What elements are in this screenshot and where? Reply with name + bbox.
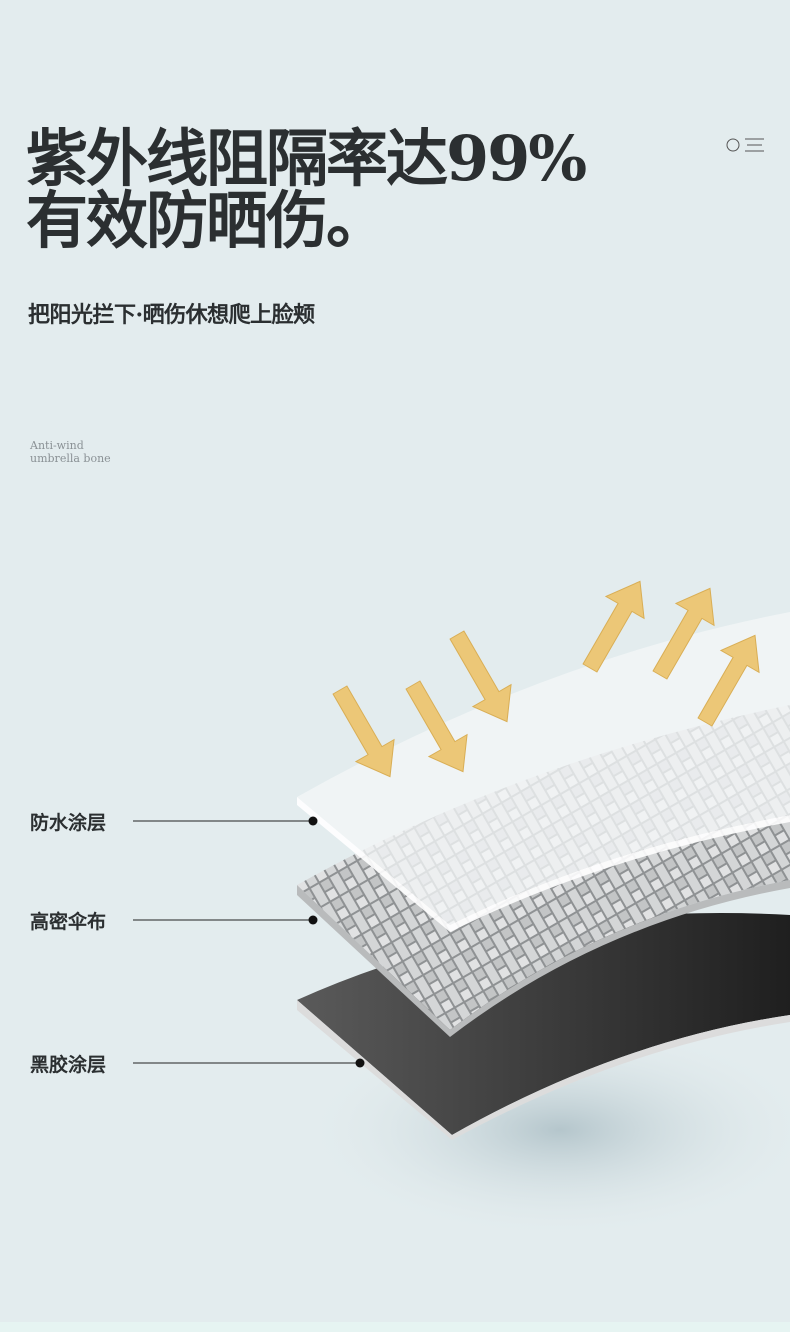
- headline: 紫外线阻隔率达99% 有效防晒伤。: [26, 122, 587, 257]
- headline-line-1: 紫外线阻隔率达99%: [26, 122, 587, 195]
- english-caption-line-1: Anti-wind: [30, 439, 84, 452]
- label-black-coating: 黑胶涂层: [30, 1054, 107, 1076]
- headline-line-2: 有效防晒伤。: [26, 184, 388, 257]
- subheadline: 把阳光拦下·晒伤休想爬上脸颊: [28, 302, 315, 328]
- english-caption: Anti-wind umbrella bone: [30, 439, 111, 465]
- bottom-strip: [0, 1322, 790, 1332]
- label-high-density-fabric: 高密伞布: [30, 911, 107, 933]
- leader-lines: [133, 816, 365, 1068]
- waterproof-coating-layer: [297, 612, 790, 932]
- label-waterproof-coating: 防水涂层: [30, 812, 107, 834]
- english-caption-line-2: umbrella bone: [30, 452, 111, 465]
- circle-menu-icon: [726, 138, 764, 152]
